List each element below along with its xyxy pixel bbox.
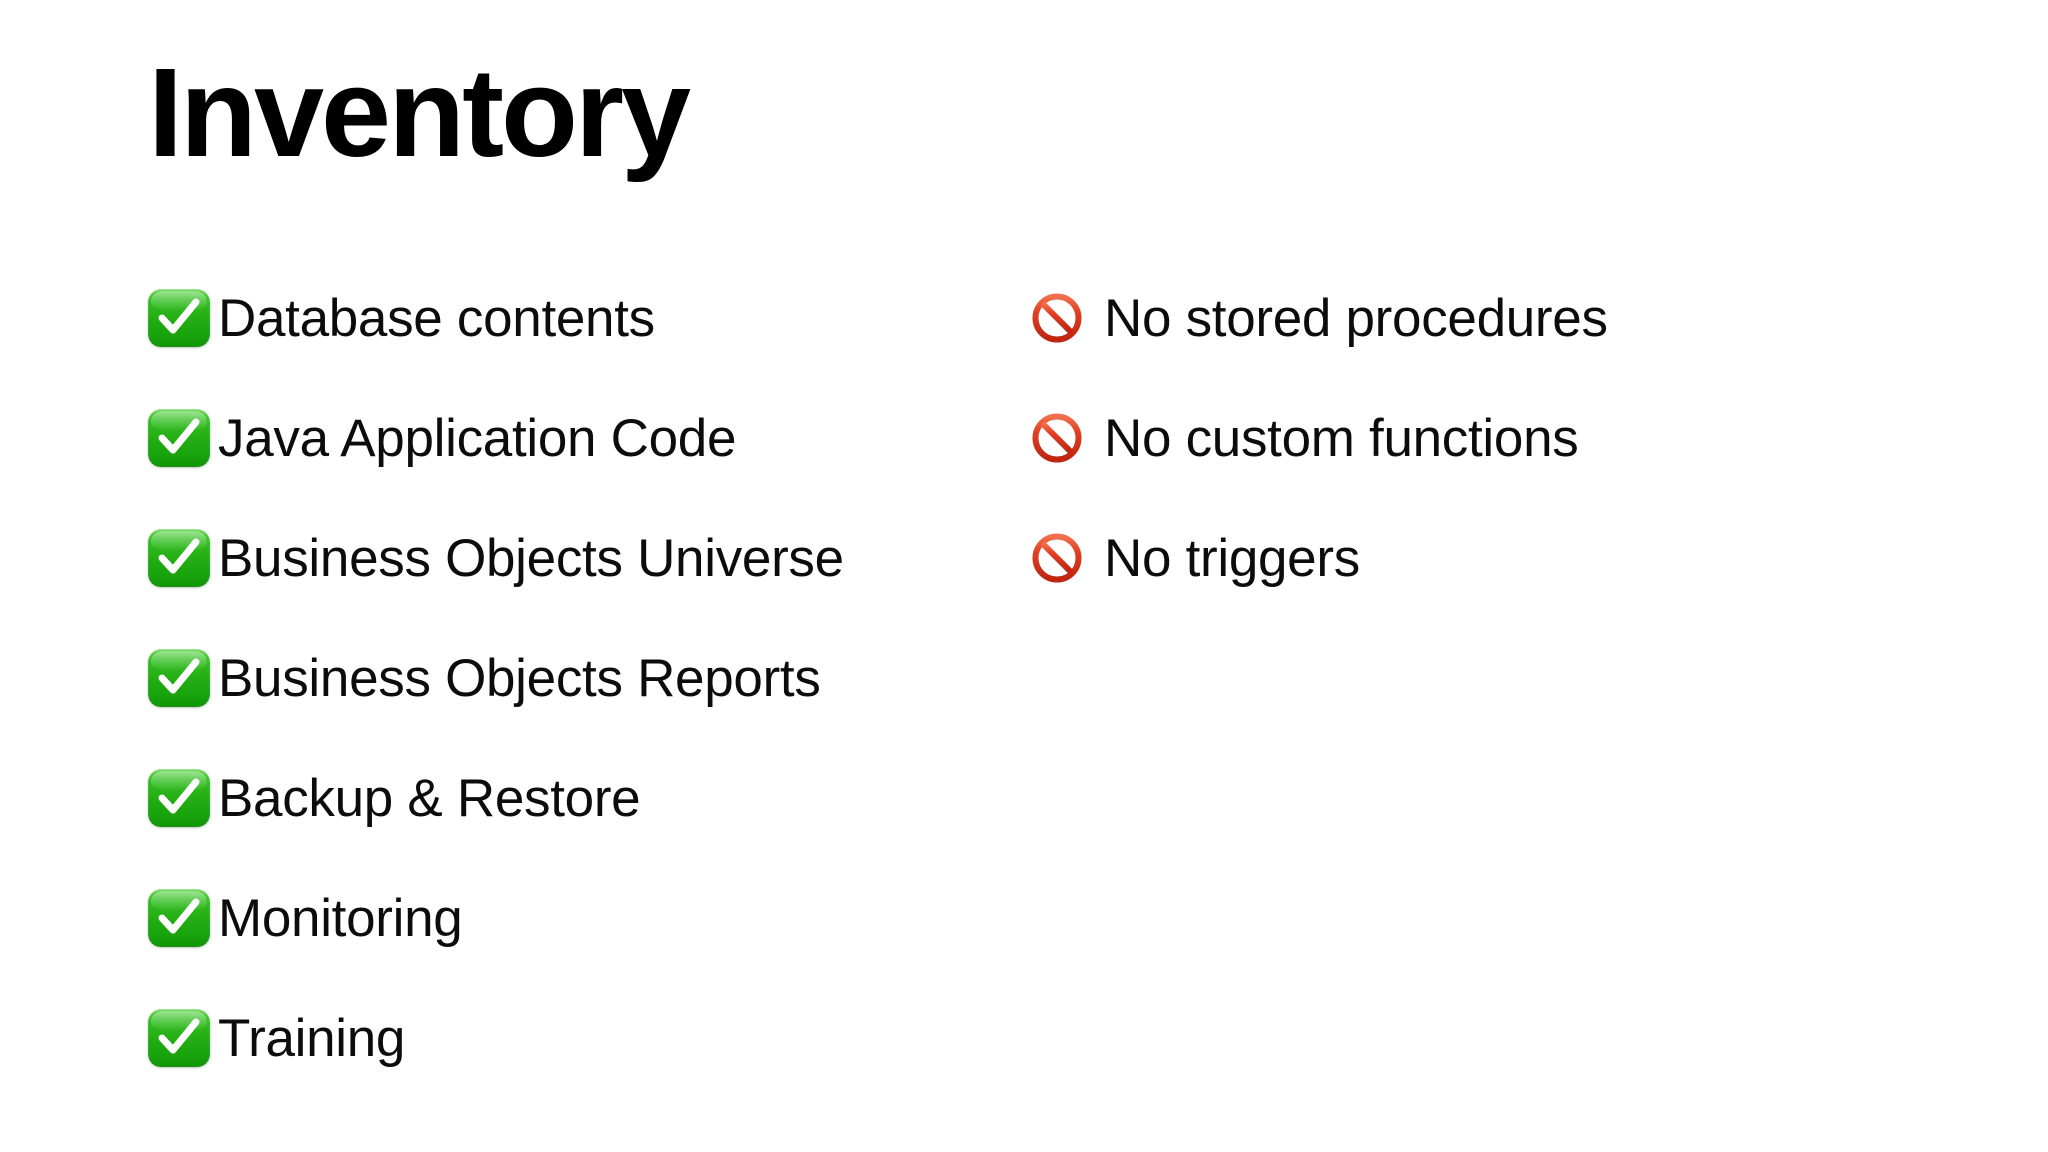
included-items-column: Database contents Java Application Code …: [148, 258, 968, 1098]
white-check-mark-icon: [148, 889, 210, 947]
list-item[interactable]: No stored procedures: [1030, 258, 1930, 378]
white-check-mark-icon: [148, 1009, 210, 1067]
white-check-mark-icon: [148, 289, 210, 347]
list-item-label: No stored procedures: [1104, 288, 1608, 348]
list-item-label: Monitoring: [218, 888, 463, 948]
list-item-label: Backup & Restore: [218, 768, 641, 828]
list-item[interactable]: Monitoring: [148, 858, 968, 978]
white-check-mark-icon: [148, 529, 210, 587]
list-item-label: Database contents: [218, 288, 655, 348]
page-title: Inventory: [148, 42, 691, 183]
list-item-label: No custom functions: [1104, 408, 1579, 468]
list-item[interactable]: Backup & Restore: [148, 738, 968, 858]
list-item[interactable]: Training: [148, 978, 968, 1098]
list-item[interactable]: Business Objects Reports: [148, 618, 968, 738]
white-check-mark-icon: [148, 769, 210, 827]
white-check-mark-icon: [148, 649, 210, 707]
prohibited-icon: [1030, 411, 1084, 465]
list-item-label: No triggers: [1104, 528, 1360, 588]
prohibited-icon: [1030, 531, 1084, 585]
excluded-items-column: No stored procedures: [1030, 258, 1930, 618]
list-item-label: Business Objects Reports: [218, 648, 821, 708]
list-item[interactable]: No custom functions: [1030, 378, 1930, 498]
list-item-label: Training: [218, 1008, 406, 1068]
list-item[interactable]: No triggers: [1030, 498, 1930, 618]
list-item-label: Java Application Code: [218, 408, 737, 468]
prohibited-icon: [1030, 291, 1084, 345]
list-item-label: Business Objects Universe: [218, 528, 844, 588]
list-item[interactable]: Java Application Code: [148, 378, 968, 498]
list-item[interactable]: Database contents: [148, 258, 968, 378]
white-check-mark-icon: [148, 409, 210, 467]
list-item[interactable]: Business Objects Universe: [148, 498, 968, 618]
